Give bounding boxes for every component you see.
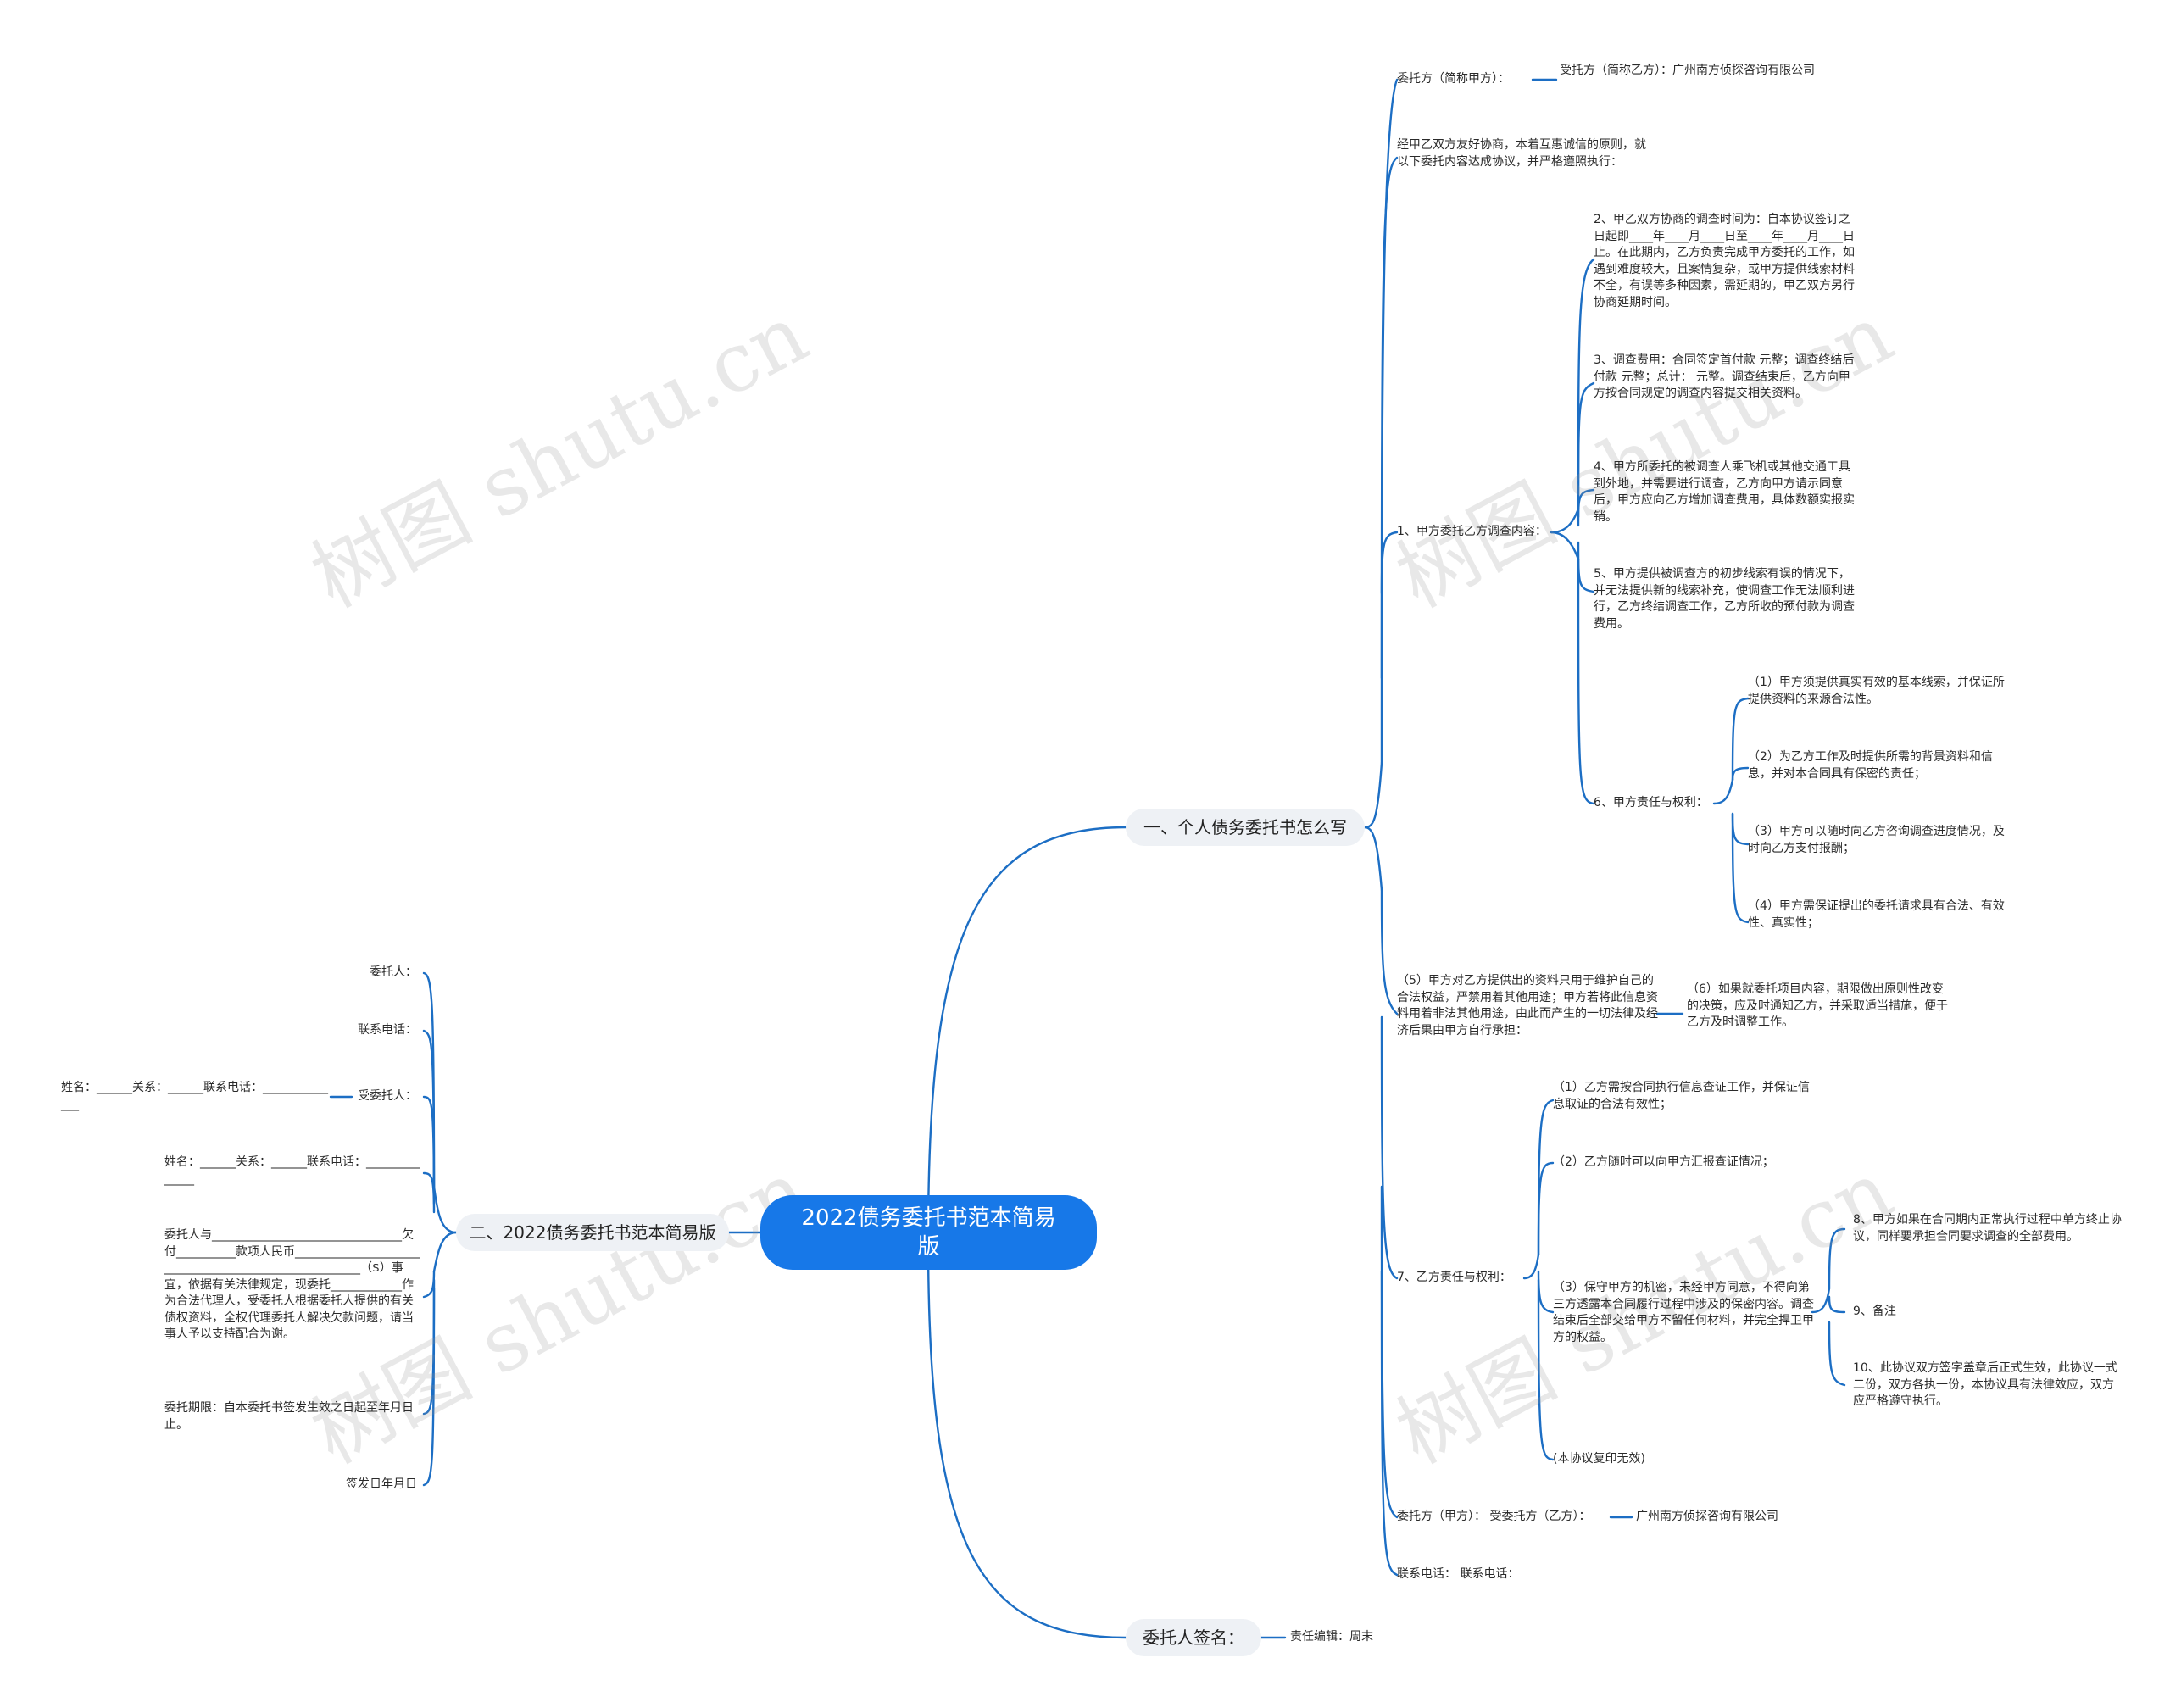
clause-node[interactable]: 9、备注 — [1853, 1305, 1896, 1318]
item5-node[interactable]: （5）甲方对乙方提供出的资料只用于维护自己的合法权益，严禁用着其他用途；甲方若将… — [1397, 974, 1658, 1038]
branch-node-template[interactable]: 二、2022债务委托书范本简易版 — [456, 1214, 729, 1251]
content-item-node[interactable]: 4、甲方所委托的被调查人乘飞机或其他交通工具到外地，并需要进行调查，乙方向甲方请… — [1594, 460, 1855, 524]
item6-node[interactable]: （6）如果就委托项目内容，期限做出原则性改变的决策，应及时通知乙方，并采取适当措… — [1687, 982, 1948, 1029]
trustee-detail-node[interactable]: 姓名：______关系：______联系电话：______________ — [61, 1081, 328, 1111]
content-item-node[interactable]: 2、甲乙双方协商的调查时间为：自本协议签订之日起即____年____月____日… — [1594, 213, 1855, 309]
template-item-node[interactable]: 联系电话： — [358, 1023, 417, 1037]
template-item-node[interactable]: 委托期限：自本委托书签发生效之日起至年月日止。 — [164, 1401, 414, 1432]
duty-b-item-node[interactable]: （2）乙方随时可以向甲方汇报查证情况； — [1553, 1155, 1774, 1169]
content-label-node[interactable]: 1、甲方委托乙方调查内容： — [1397, 525, 1547, 538]
duty-b-item-node[interactable]: (本协议复印无效) — [1553, 1452, 1645, 1466]
duty-b-item-node[interactable]: （1）乙方需按合同执行信息查证工作，并保证信息取证的合法有效性； — [1553, 1081, 1810, 1111]
duty-a-item-node[interactable]: （1）甲方须提供真实有效的基本线索，并保证所提供资料的来源合法性。 — [1748, 676, 2005, 706]
template-item-node[interactable]: 姓名：______关系：______联系电话：______________ — [164, 1155, 420, 1186]
template-item-node[interactable]: 受委托人： — [358, 1089, 417, 1103]
duty-b-label-node[interactable]: 7、乙方责任与权利： — [1397, 1271, 1511, 1284]
intro-node[interactable]: 经甲乙双方友好协商，本着互惠诚信的原则，就以下委托内容达成协议，并严格遵照执行： — [1397, 138, 1646, 169]
phones-node[interactable]: 联系电话： 联系电话： — [1397, 1567, 1520, 1581]
clause-node[interactable]: 8、甲方如果在合同期内正常执行过程中单方终止协议，同样要承担合同要求调查的全部费… — [1853, 1213, 2122, 1243]
template-item-node[interactable]: 签发日年月日 — [346, 1477, 417, 1491]
branch-node-signature[interactable]: 委托人签名： — [1126, 1619, 1261, 1656]
signature-company-node[interactable]: 广州南方侦探咨询有限公司 — [1636, 1510, 1778, 1523]
signature-node[interactable]: 委托方（甲方）： 受委托方（乙方）： — [1397, 1510, 1591, 1523]
client-a-node[interactable]: 委托方（简称甲方）： — [1397, 72, 1510, 86]
editor-node[interactable]: 责任编辑：周末 — [1290, 1630, 1373, 1644]
clause-node[interactable]: 10、此协议双方签字盖章后正式生效，此协议一式二份，双方各执一份，本协议具有法律… — [1853, 1361, 2117, 1408]
branch-node-label: 一、个人债务委托书怎么写 — [1143, 817, 1347, 837]
content-item-node[interactable]: 3、调查费用：合同签定首付款 元整；调查终结后付款 元整；总计： 元整。调查结束… — [1594, 353, 1855, 400]
root-node-label: 2022债务委托书范本简易版 — [801, 1205, 1056, 1260]
client-b-node[interactable]: 受托方（简称乙方）：广州南方侦探咨询有限公司 — [1560, 64, 1815, 77]
content-item-node[interactable]: 5、甲方提供被调查方的初步线索有误的情况下，并无法提供新的线索补充，使调查工作无… — [1594, 567, 1855, 631]
root-node[interactable]: 2022债务委托书范本简易版 — [760, 1195, 1097, 1270]
duty-a-label-node[interactable]: 6、甲方责任与权利： — [1594, 796, 1708, 809]
duty-b-item-node[interactable]: （3）保守甲方的机密，未经甲方同意，不得向第三方透露本合同履行过程中涉及的保密内… — [1553, 1281, 1814, 1344]
duty-a-item-node[interactable]: （3）甲方可以随时向乙方咨询调查进度情况，及时向乙方支付报酬； — [1748, 825, 2005, 855]
branch-node-label: 委托人签名： — [1143, 1627, 1244, 1648]
duty-a-item-node[interactable]: （2）为乙方工作及时提供所需的背景资料和信息，并对本合同具有保密的责任； — [1748, 750, 1993, 781]
template-item-node[interactable]: 委托人与________________________________欠付__… — [164, 1228, 420, 1341]
duty-a-item-node[interactable]: （4）甲方需保证提出的委托请求具有合法、有效性、真实性； — [1748, 899, 2005, 930]
branch-node-label: 二、2022债务委托书范本简易版 — [469, 1222, 716, 1243]
branch-node-personal-letter[interactable]: 一、个人债务委托书怎么写 — [1126, 809, 1365, 846]
template-item-node[interactable]: 委托人： — [370, 965, 417, 979]
